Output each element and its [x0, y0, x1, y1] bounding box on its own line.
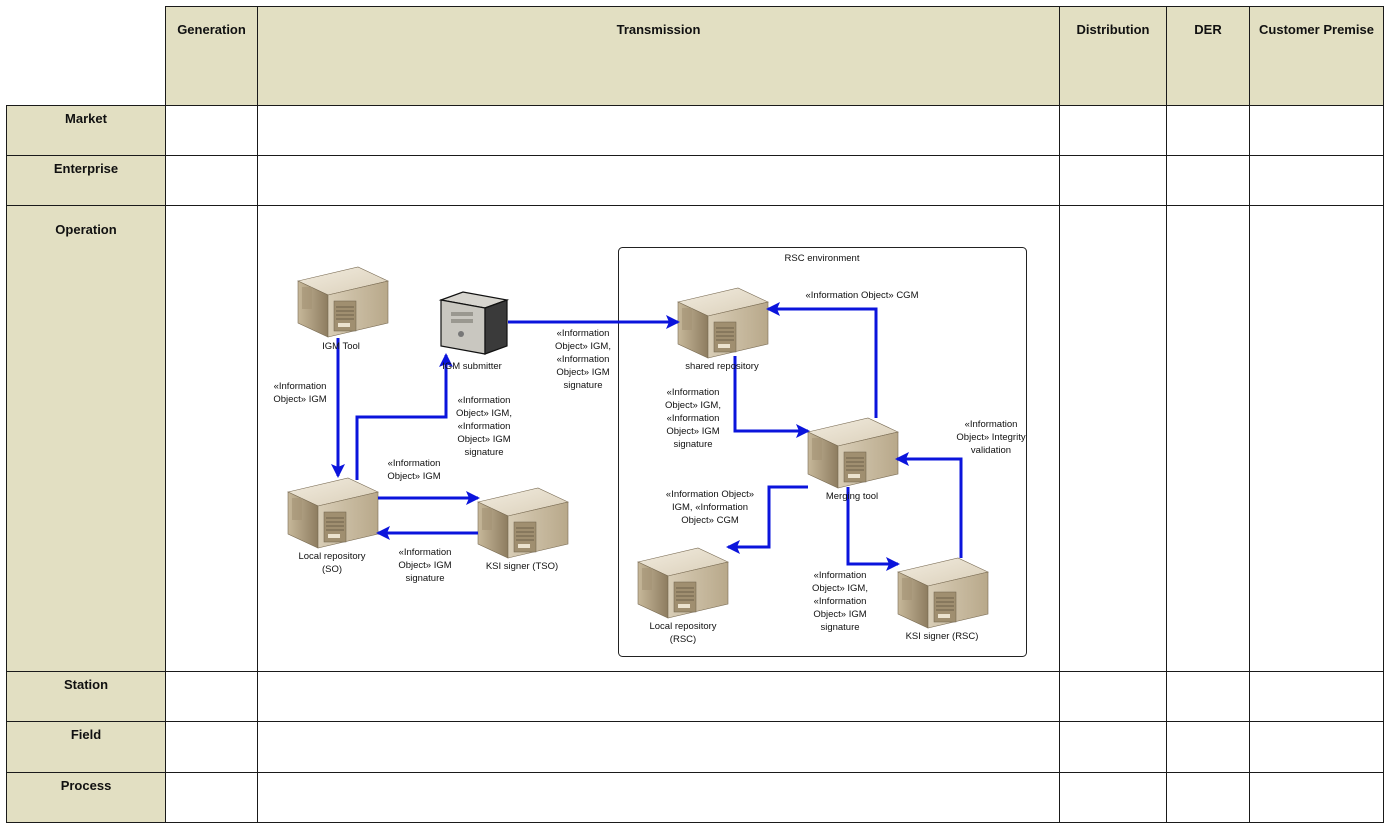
flow-label-merging-to-local-rsc: «Information Object» IGM, «Information O…: [666, 489, 754, 526]
svg-text:Object» IGM: Object» IGM: [273, 394, 326, 405]
label-igm-submitter: IGM submitter: [442, 361, 502, 372]
svg-text:Object» IGM: Object» IGM: [556, 367, 609, 378]
local-repository-so-server-icon: [287, 477, 379, 549]
svg-text:Object» IGM: Object» IGM: [813, 609, 866, 620]
svg-text:Object» IGM,: Object» IGM,: [456, 408, 512, 419]
row-header-market: Market: [6, 105, 166, 156]
svg-text:Object» IGM,: Object» IGM,: [555, 341, 611, 352]
flow-labels: «Information Object» IGM «Information Ob…: [273, 290, 1026, 633]
svg-text:signature: signature: [563, 380, 602, 391]
svg-text:Object» IGM: Object» IGM: [457, 434, 510, 445]
arrow-merging-to-local-rsc: [726, 485, 808, 554]
svg-text:«Information: «Information: [274, 381, 327, 392]
grid-body: [165, 105, 1384, 823]
label-local-repository-rsc-2: (RSC): [670, 634, 696, 645]
svg-text:signature: signature: [820, 622, 859, 633]
svg-text:«Information: «Information: [458, 421, 511, 432]
flow-label-ksi-to-local: «Information Object» IGM signature: [398, 547, 451, 584]
svg-text:IGM, «Information: IGM, «Information: [672, 502, 748, 513]
svg-text:Object» Integrity: Object» Integrity: [956, 432, 1025, 443]
arrow-local-so-to-submitter: [355, 353, 453, 480]
label-local-repository-so-2: (SO): [322, 564, 342, 575]
grid-lines: [6, 105, 1384, 823]
label-shared-repository: shared repository: [685, 361, 759, 372]
svg-text:Object» IGM: Object» IGM: [666, 426, 719, 437]
flow-label-local-to-ksi: «Information Object» IGM: [387, 458, 440, 482]
svg-text:«Information: «Information: [388, 458, 441, 469]
svg-text:signature: signature: [464, 447, 503, 458]
row-header-station: Station: [6, 671, 166, 722]
flow-label-merging-to-ksi-rsc: «Information Object» IGM, «Information O…: [812, 570, 868, 633]
svg-text:«Information: «Information: [667, 413, 720, 424]
flow-arrows: [331, 302, 963, 571]
svg-text:«Information: «Information: [399, 547, 452, 558]
column-header-transmission: Transmission: [257, 6, 1060, 106]
arrow-merging-to-shared: [766, 302, 878, 418]
svg-text:Object» IGM,: Object» IGM,: [812, 583, 868, 594]
svg-text:«Information: «Information: [458, 395, 511, 406]
column-header-generation: Generation: [165, 6, 258, 106]
svg-text:«Information: «Information: [557, 328, 610, 339]
label-local-repository-rsc-1: Local repository: [649, 621, 716, 632]
flow-label-local-to-submitter: «Information Object» IGM, «Information O…: [456, 395, 512, 458]
svg-text:validation: validation: [971, 445, 1011, 456]
column-header-customer-premise: Customer Premise: [1249, 6, 1384, 106]
arrow-ksi-rsc-to-merging: [895, 452, 963, 558]
svg-text:«Information Object»: «Information Object»: [666, 489, 754, 500]
row-header-field: Field: [6, 721, 166, 773]
shared-repository-server-icon: [677, 287, 769, 359]
label-local-repository-so-1: Local repository: [298, 551, 365, 562]
svg-text:signature: signature: [405, 573, 444, 584]
flow-label-merging-to-shared: «Information Object» CGM: [806, 290, 919, 301]
igm-tool-server-icon: [297, 266, 389, 338]
label-igm-tool: IGM Tool: [322, 341, 360, 352]
merging-tool-server-icon: [807, 417, 899, 489]
ksi-signer-rsc-server-icon: [897, 557, 989, 629]
rsc-environment-boundary: [618, 247, 1027, 657]
svg-text:Object» IGM: Object» IGM: [387, 471, 440, 482]
label-ksi-signer-tso: KSI signer (TSO): [486, 561, 558, 572]
ksi-signer-tso-server-icon: [477, 487, 569, 559]
svg-text:Object» IGM: Object» IGM: [398, 560, 451, 571]
column-header-distribution: Distribution: [1059, 6, 1167, 106]
svg-text:«Information: «Information: [814, 570, 867, 581]
igm-submitter-server-icon: [440, 291, 508, 355]
svg-text:Object» IGM,: Object» IGM,: [665, 400, 721, 411]
svg-text:«Information: «Information: [965, 419, 1018, 430]
label-merging-tool: Merging tool: [826, 491, 878, 502]
arrow-merging-to-ksi-rsc: [846, 487, 900, 571]
svg-text:«Information: «Information: [667, 387, 720, 398]
flow-label-ksi-rsc-to-merging: «Information Object» Integrity validatio…: [956, 419, 1025, 456]
node-labels: IGM Tool IGM submitter Local repository …: [298, 341, 978, 645]
svg-text:«Information Object» CGM: «Information Object» CGM: [806, 290, 919, 301]
svg-text:signature: signature: [673, 439, 712, 450]
flow-label-submitter-to-shared: «Information Object» IGM, «Information O…: [555, 328, 611, 391]
flow-label-shared-to-merging: «Information Object» IGM, «Information O…: [665, 387, 721, 450]
flow-label-tool-to-local: «Information Object» IGM: [273, 381, 326, 405]
rsc-environment-title: RSC environment: [785, 253, 860, 264]
svg-text:«Information: «Information: [814, 596, 867, 607]
label-ksi-signer-rsc: KSI signer (RSC): [906, 631, 979, 642]
svg-text:«Information: «Information: [557, 354, 610, 365]
row-header-enterprise: Enterprise: [6, 155, 166, 206]
local-repository-rsc-server-icon: [637, 547, 729, 619]
arrow-shared-to-merging: [733, 356, 810, 438]
svg-text:Object» CGM: Object» CGM: [681, 515, 739, 526]
row-header-operation: Operation: [6, 205, 166, 672]
